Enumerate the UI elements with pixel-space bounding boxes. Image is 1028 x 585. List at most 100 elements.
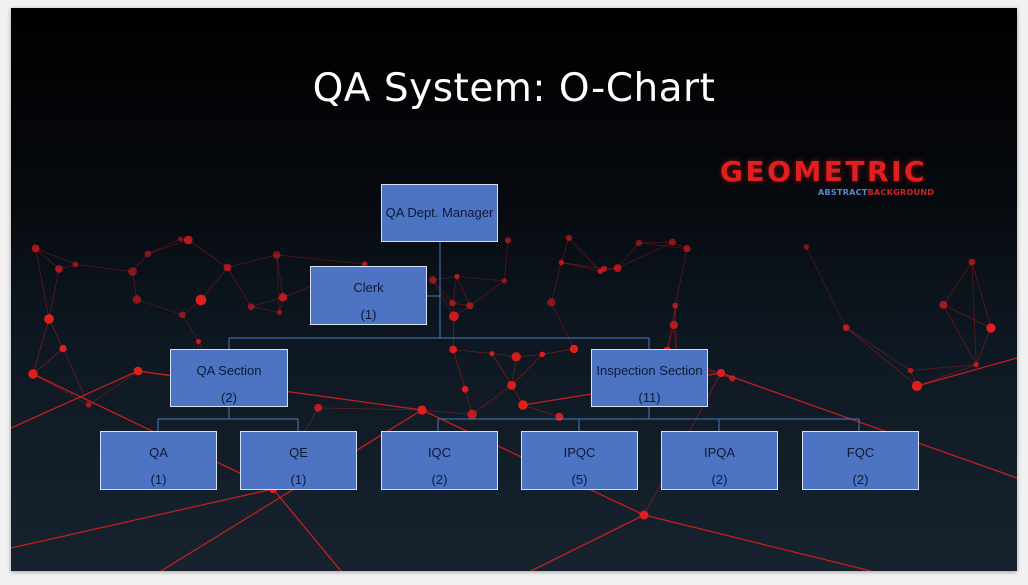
network-link [943, 304, 977, 365]
network-link [561, 262, 605, 270]
network-node [85, 402, 92, 408]
network-node [547, 298, 556, 307]
network-node [716, 368, 726, 378]
section-box-inspection-section: Inspection Section (11) [591, 349, 708, 407]
network-link [943, 304, 992, 329]
clerk-count: (1) [360, 307, 377, 322]
network-strand [916, 357, 1017, 387]
logo-main-text: GEOMETRIC [720, 155, 928, 188]
network-node [911, 380, 923, 392]
network-node [72, 261, 79, 268]
network-link [452, 316, 455, 350]
network-link [550, 302, 575, 350]
network-link [452, 276, 458, 304]
network-link [511, 356, 517, 386]
network-node [247, 303, 255, 311]
network-link [456, 276, 471, 306]
network-node [907, 367, 914, 374]
network-link [638, 242, 688, 250]
network-strand [272, 488, 342, 571]
network-link [469, 280, 505, 307]
network-link [318, 407, 423, 411]
network-node [449, 345, 458, 354]
unit-box-qe: QE (1) [240, 431, 357, 490]
network-link [617, 242, 640, 269]
section-count: (2) [221, 390, 237, 405]
network-node [454, 273, 460, 280]
network-link [542, 348, 575, 355]
network-strand [643, 514, 872, 571]
manager-label: QA Dept. Manager [385, 205, 494, 220]
logo-sub-text: ABSTRACTBACKGROUND [818, 188, 934, 197]
network-link [188, 239, 228, 268]
network-node [565, 234, 573, 242]
unit-label: FQC [846, 445, 875, 460]
network-node [195, 294, 207, 306]
network-link [560, 237, 570, 263]
network-link [32, 318, 50, 375]
network-link [227, 267, 252, 307]
unit-label: QA [149, 445, 168, 460]
section-count: (11) [638, 390, 661, 405]
network-node [132, 295, 142, 304]
network-node [683, 245, 691, 253]
network-node [272, 250, 281, 259]
network-node [729, 375, 736, 382]
unit-count: (5) [571, 472, 588, 487]
network-link [48, 318, 64, 349]
network-strand [160, 409, 423, 571]
section-box-qa-section: QA Section (2) [170, 349, 288, 407]
network-background [11, 234, 1017, 571]
network-link [147, 239, 189, 255]
network-link [971, 261, 992, 329]
unit-box-ipqc: IPQC (5) [521, 431, 638, 490]
network-link [452, 349, 466, 390]
network-node [195, 338, 202, 345]
network-node [461, 385, 469, 393]
network-node [518, 400, 528, 410]
network-link [943, 261, 973, 306]
network-link [35, 248, 60, 270]
network-link [910, 364, 977, 371]
network-link [32, 348, 64, 375]
network-node [466, 302, 474, 310]
network-node [133, 366, 143, 376]
manager-box: QA Dept. Manager [381, 184, 498, 242]
network-node [428, 276, 437, 284]
unit-box-ipqa: IPQA (2) [661, 431, 778, 490]
network-link [975, 327, 992, 365]
network-link [136, 299, 183, 316]
network-node [467, 409, 477, 420]
network-node [278, 293, 288, 302]
network-node [569, 344, 579, 354]
network-node [668, 238, 676, 246]
unit-box-iqc: IQC (2) [381, 431, 498, 490]
network-link [35, 247, 76, 265]
unit-count: (1) [290, 472, 307, 487]
network-node [507, 380, 517, 390]
network-node [178, 236, 184, 242]
network-link [88, 370, 139, 406]
network-link [432, 276, 457, 281]
network-node [511, 352, 521, 362]
network-node [183, 235, 193, 245]
network-node [314, 403, 323, 412]
unit-label: IPQC [563, 445, 596, 460]
network-link [456, 276, 505, 282]
network-strand [11, 488, 274, 549]
network-node [504, 237, 512, 244]
network-node [128, 267, 137, 276]
network-node [223, 263, 232, 272]
network-link [916, 364, 977, 387]
network-link [432, 279, 455, 317]
network-link [147, 238, 181, 255]
network-link [453, 349, 492, 355]
network-node [539, 351, 546, 358]
network-strand [530, 514, 645, 571]
clerk-box: Clerk (1) [310, 266, 427, 325]
network-node [489, 351, 495, 357]
unit-count: (2) [431, 472, 448, 487]
network-link [200, 267, 228, 301]
logo: GEOMETRIC ABSTRACTBACKGROUND [720, 155, 945, 198]
network-node [59, 344, 67, 353]
